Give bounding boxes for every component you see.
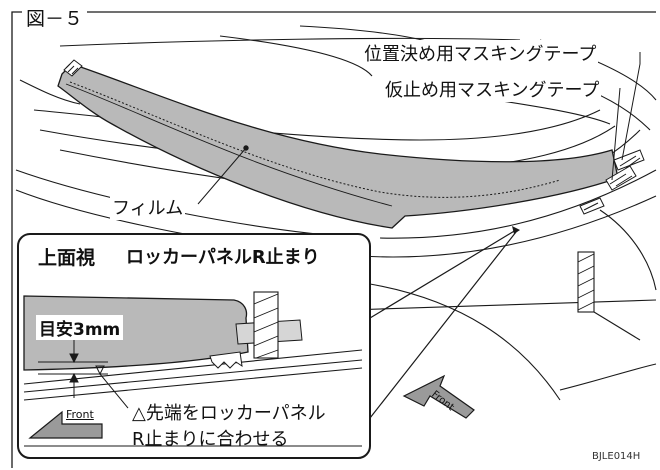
temporary-tape-label: 仮止め用マスキングテープ bbox=[383, 76, 602, 102]
figure-code: BJLE014H bbox=[592, 451, 641, 462]
film-sheet bbox=[57, 63, 619, 229]
inset-align-mark bbox=[95, 365, 105, 376]
inset-align-leader bbox=[99, 373, 129, 409]
film-end-masking-tape bbox=[63, 59, 83, 77]
front-arrow-main bbox=[402, 374, 475, 419]
guide-depth-label: 目安3mm bbox=[36, 315, 124, 340]
dimension-arrows bbox=[38, 336, 108, 398]
rocker-panel-label: ロッカーパネルR止まり bbox=[126, 247, 320, 268]
hatched-bracket bbox=[577, 251, 641, 341]
figure-title: 図－５ bbox=[22, 4, 88, 31]
alignment-note-line2: R止まりに合わせる bbox=[132, 429, 289, 450]
film-crease bbox=[65, 83, 393, 207]
top-view-label: 上面視 bbox=[38, 247, 96, 269]
rocker-mark bbox=[512, 226, 520, 234]
inset-tape-waves bbox=[209, 351, 243, 369]
film-dashed-line bbox=[69, 81, 561, 198]
alignment-note-line1: △先端をロッカーパネル bbox=[132, 403, 326, 424]
figure-frame bbox=[11, 11, 656, 468]
inset-callout-lines bbox=[369, 229, 517, 419]
inset-hatched-block bbox=[253, 291, 279, 359]
leader-lines bbox=[197, 52, 641, 335]
positioning-tape-label: 位置決め用マスキングテープ bbox=[362, 40, 599, 66]
film-label: フィルム bbox=[110, 194, 186, 220]
front-inset-label: Front bbox=[66, 408, 94, 421]
inset-body-lines bbox=[23, 349, 363, 447]
masking-tape-right bbox=[579, 149, 645, 215]
front-arrow-inset bbox=[28, 410, 103, 439]
